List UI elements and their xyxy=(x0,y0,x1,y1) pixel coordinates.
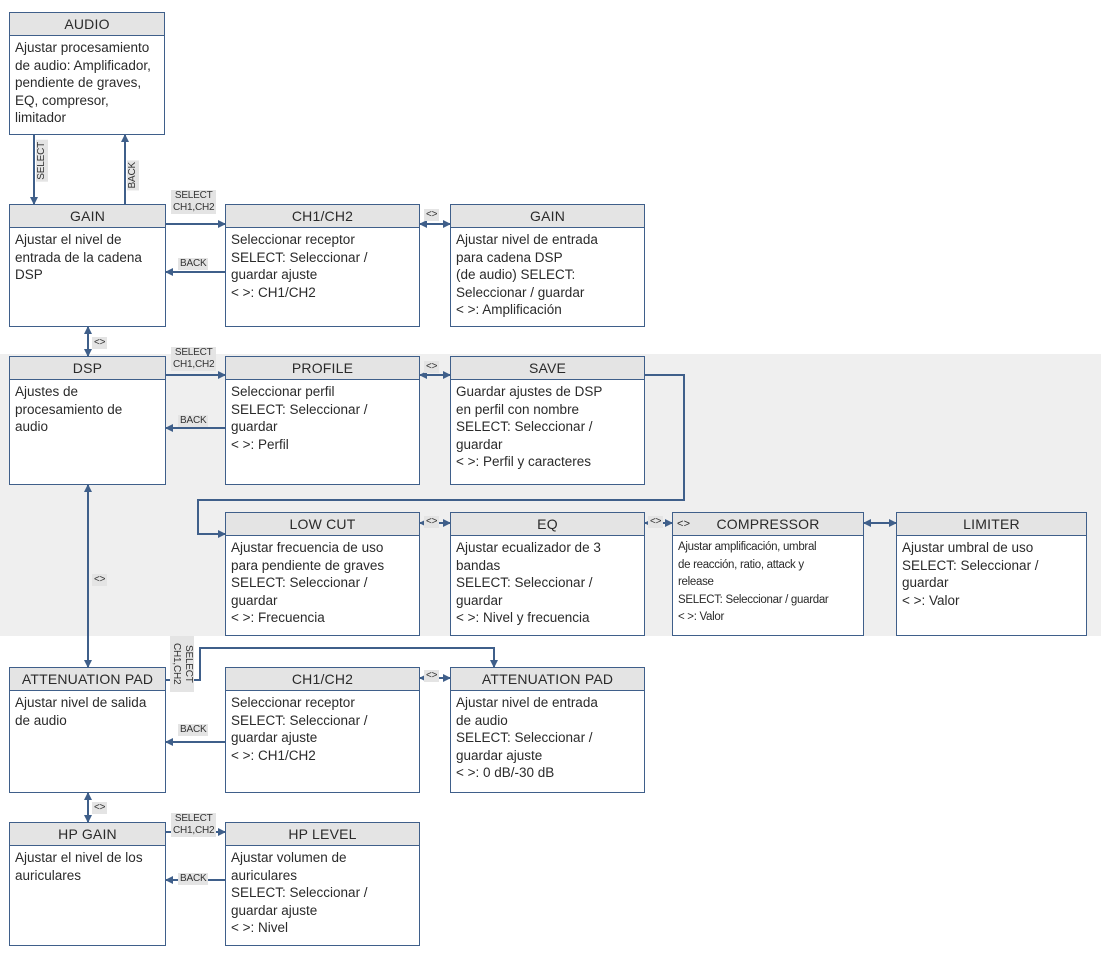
gain-input-text: Ajustar nivel de entrada para cadena DSP… xyxy=(456,232,598,317)
save-title: SAVE xyxy=(451,357,644,380)
attenuation-pad-input-title: ATTENUATION PAD xyxy=(451,668,644,691)
gain-input-box: GAIN Ajustar nivel de entrada para caden… xyxy=(450,204,645,327)
eq-box: EQ Ajustar ecualizador de 3 bandas SELEC… xyxy=(450,512,645,636)
compressor-box: <> COMPRESSOR Ajustar amplificación, umb… xyxy=(672,512,864,636)
save-text: Guardar ajustes de DSP en perfil con nom… xyxy=(456,384,603,469)
dsp-text: Ajustes de procesamiento de audio xyxy=(15,384,123,434)
nav-label: <> xyxy=(424,209,440,221)
eq-title: EQ xyxy=(451,513,644,536)
select-ch-label: SELECT CH1,CH2 xyxy=(171,347,217,371)
select-ch-label: SELECT CH1,CH2 xyxy=(171,190,217,214)
select-ch-vertical-label: SELECT CH1,CH2 xyxy=(170,636,194,692)
gain-title: GAIN xyxy=(10,205,165,228)
audio-text: Ajustar procesamiento de audio: Amplific… xyxy=(15,40,151,125)
nav-label: <> xyxy=(424,670,440,682)
save-box: SAVE Guardar ajustes de DSP en perfil co… xyxy=(450,356,645,485)
back-label: BACK xyxy=(178,724,209,736)
limiter-box: LIMITER Ajustar umbral de uso SELECT: Se… xyxy=(896,512,1087,636)
nav-label: <> xyxy=(648,516,664,528)
nav-label: <> xyxy=(424,361,440,373)
nav-label: <> xyxy=(424,516,440,528)
compressor-title-text: COMPRESSOR xyxy=(716,516,820,532)
back-label: BACK xyxy=(178,415,209,427)
attenuation-pad-box: ATTENUATION PAD Ajustar nivel de salida … xyxy=(9,667,166,793)
profile-title: PROFILE xyxy=(226,357,419,380)
profile-box: PROFILE Seleccionar perfil SELECT: Selec… xyxy=(225,356,420,485)
low-cut-text: Ajustar frecuencia de uso para pendiente… xyxy=(231,540,385,625)
ch1ch2-output-text: Seleccionar receptor SELECT: Seleccionar… xyxy=(231,695,368,763)
limiter-title: LIMITER xyxy=(897,513,1086,536)
gain-text: Ajustar el nivel de entrada de la cadena… xyxy=(15,232,142,282)
ch1ch2-output-box: CH1/CH2 Seleccionar receptor SELECT: Sel… xyxy=(225,667,420,793)
nav-symbol: <> xyxy=(677,518,691,530)
low-cut-box: LOW CUT Ajustar frecuencia de uso para p… xyxy=(225,512,420,636)
hp-gain-box: HP GAIN Ajustar el nivel de los auricula… xyxy=(9,822,166,946)
limiter-text: Ajustar umbral de uso SELECT: Selecciona… xyxy=(902,540,1039,608)
hp-gain-text: Ajustar el nivel de los auriculares xyxy=(15,850,143,883)
audio-title: AUDIO xyxy=(10,13,164,36)
back-label: BACK xyxy=(178,873,209,885)
select-ch-label: SELECT CH1,CH2 xyxy=(171,813,217,837)
nav-label: <> xyxy=(92,337,108,349)
gain-box: GAIN Ajustar el nivel de entrada de la c… xyxy=(9,204,166,327)
ch1ch2-box: CH1/CH2 Seleccionar receptor SELECT: Sel… xyxy=(225,204,420,327)
hp-level-text: Ajustar volumen de auriculares SELECT: S… xyxy=(231,850,368,935)
ch1ch2-title: CH1/CH2 xyxy=(226,205,419,228)
ch1ch2-text: Seleccionar receptor SELECT: Seleccionar… xyxy=(231,232,368,300)
hp-level-title: HP LEVEL xyxy=(226,823,419,846)
back-label: BACK xyxy=(127,160,139,191)
nav-label: <> xyxy=(92,574,108,586)
nav-label: <> xyxy=(92,802,108,814)
gain-input-title: GAIN xyxy=(451,205,644,228)
dsp-title: DSP xyxy=(10,357,165,380)
compressor-title: <> COMPRESSOR xyxy=(673,513,863,536)
audio-box: AUDIO Ajustar procesamiento de audio: Am… xyxy=(9,12,165,135)
ch1ch2-output-title: CH1/CH2 xyxy=(226,668,419,691)
attenuation-pad-title: ATTENUATION PAD xyxy=(10,668,165,691)
compressor-text: Ajustar amplificación, umbral de reacció… xyxy=(678,541,829,623)
attenuation-pad-text: Ajustar nivel de salida de audio xyxy=(15,695,147,728)
attenuation-pad-input-box: ATTENUATION PAD Ajustar nivel de entrada… xyxy=(450,667,645,793)
select-label: SELECT xyxy=(36,140,48,182)
back-label: BACK xyxy=(178,258,209,270)
attenuation-pad-input-text: Ajustar nivel de entrada de audio SELECT… xyxy=(456,695,598,780)
dsp-box: DSP Ajustes de procesamiento de audio xyxy=(9,356,166,485)
eq-text: Ajustar ecualizador de 3 bandas SELECT: … xyxy=(456,540,601,625)
hp-gain-title: HP GAIN xyxy=(10,823,165,846)
low-cut-title: LOW CUT xyxy=(226,513,419,536)
profile-text: Seleccionar perfil SELECT: Seleccionar /… xyxy=(231,384,368,452)
hp-level-box: HP LEVEL Ajustar volumen de auriculares … xyxy=(225,822,420,946)
